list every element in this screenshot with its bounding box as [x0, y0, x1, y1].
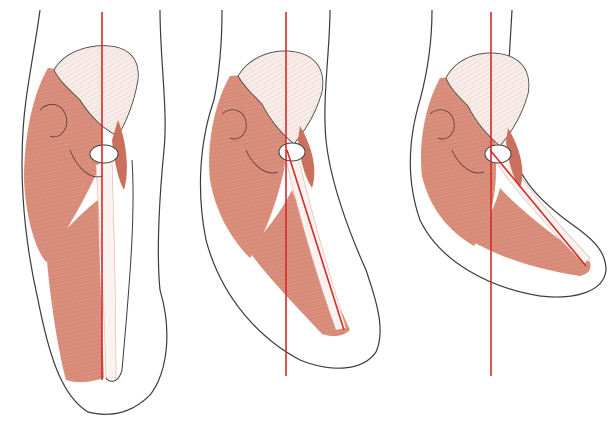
panel-2-slight-flexion	[200, 10, 380, 376]
panel-2-hip-joint-icon	[279, 143, 305, 161]
panel-1-hip-joint-icon	[90, 145, 118, 163]
panel-1-standing	[22, 10, 167, 414]
panel-3-deep-flexion	[410, 10, 606, 376]
